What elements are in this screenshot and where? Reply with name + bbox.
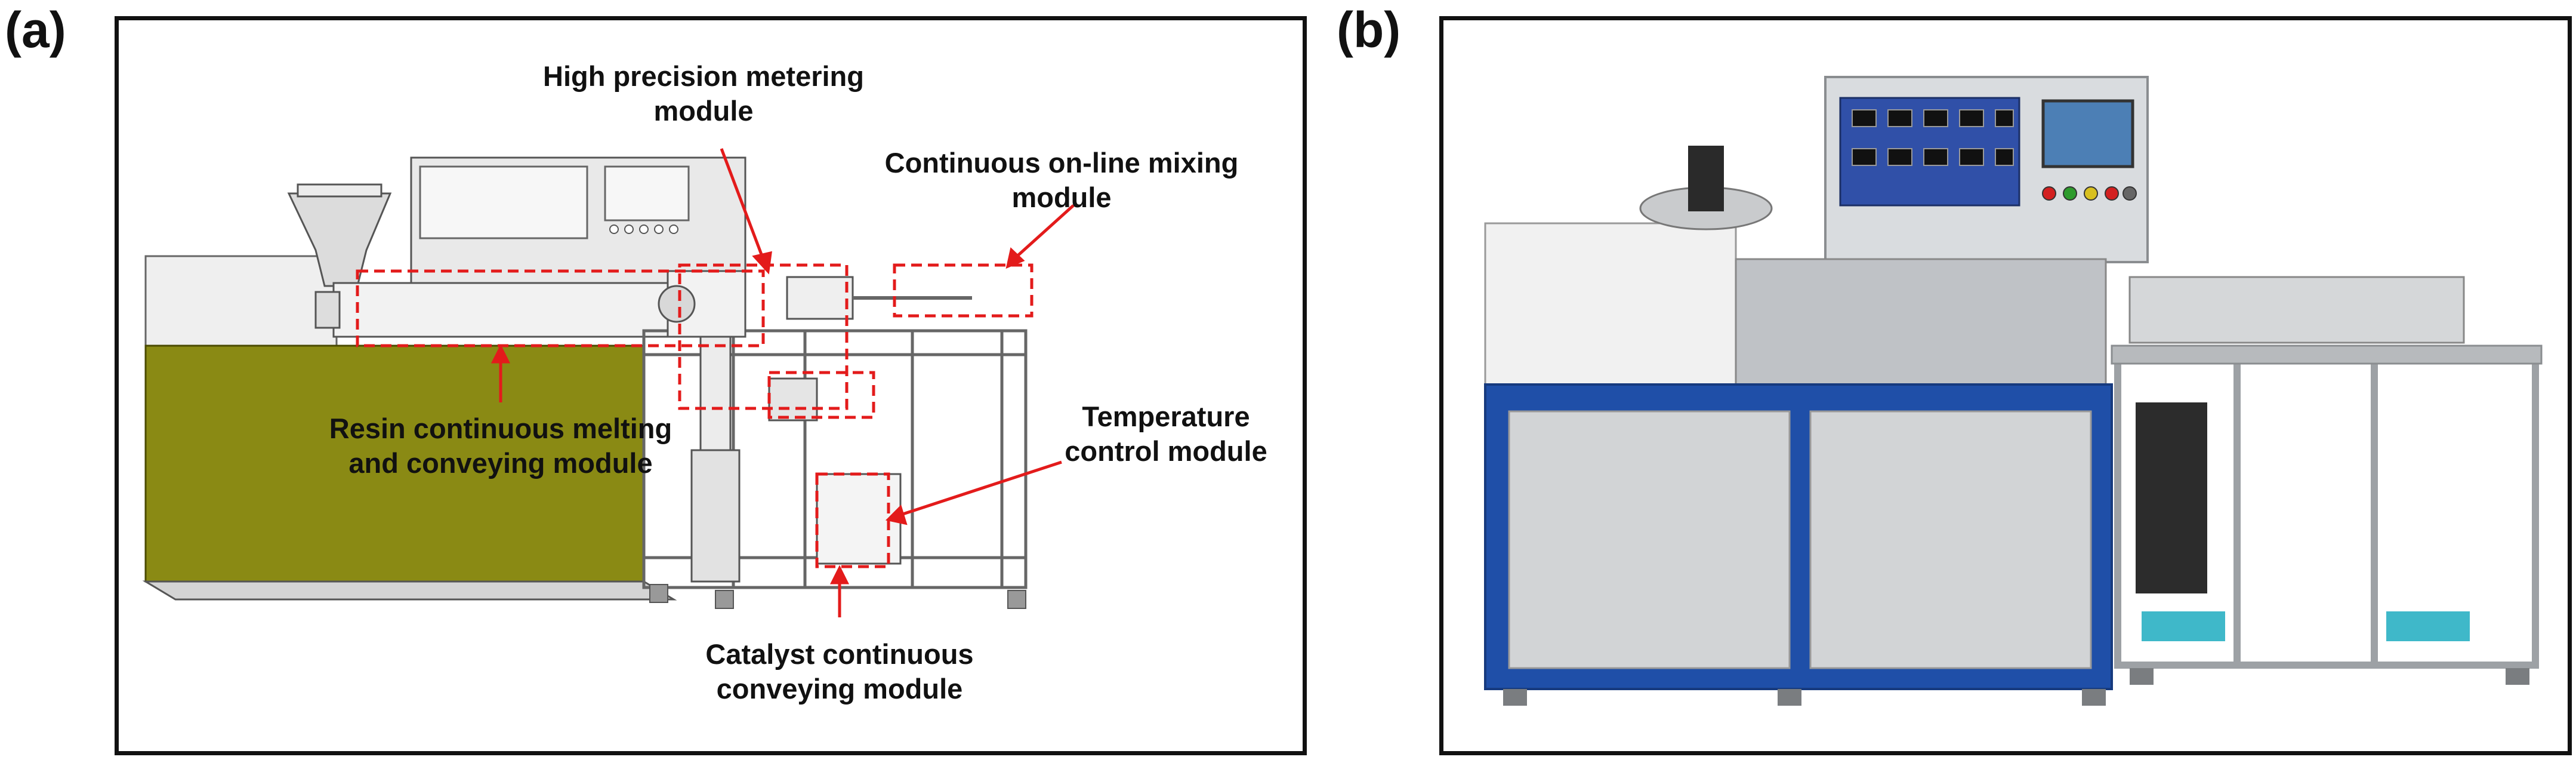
resin-box <box>356 269 765 347</box>
annotation-temperature-line1: Temperature <box>1082 401 1250 432</box>
base-door-left <box>1508 410 1791 669</box>
annotation-resin-line1: Resin continuous melting <box>329 413 672 444</box>
cyan-tray-left <box>2142 611 2225 641</box>
annotation-catalyst-line1: Catalyst continuous <box>705 638 973 670</box>
steel-barrel-cover <box>1735 258 2107 386</box>
annotation-metering-line1: High precision metering <box>543 60 864 92</box>
annotation-resin-line2: and conveying module <box>348 447 652 479</box>
mixing-head <box>786 276 854 320</box>
touch-screen <box>2041 99 2134 168</box>
extruder-barrel <box>332 282 669 338</box>
mixing-assembly <box>2128 276 2465 344</box>
mixing-box <box>893 263 1034 318</box>
vertical-shaft <box>699 336 732 451</box>
hopper-neck <box>1688 146 1724 211</box>
machine-photo <box>1484 76 2543 706</box>
motor-unit <box>2136 402 2207 593</box>
feet <box>649 584 1026 609</box>
annotation-mixing-line1: Continuous on-line mixing <box>885 147 1239 179</box>
base-door-right <box>1809 410 2092 669</box>
motor-column <box>690 449 741 583</box>
control-screen-b <box>604 165 690 222</box>
schematic-drawing: High precision metering module Continuou… <box>142 60 1267 705</box>
annotation-temperature-line2: control module <box>1065 435 1267 467</box>
catalyst-pump <box>768 377 818 422</box>
panel-a-schematic: High precision metering module Continuou… <box>115 16 1307 755</box>
catalyst-box <box>767 371 875 419</box>
panel-b-photo <box>1439 16 2572 755</box>
left-white-cabinet <box>1484 222 1737 392</box>
control-buttons <box>609 224 678 234</box>
console-indicators <box>1852 109 2014 166</box>
annotation-metering-line2: module <box>653 95 753 127</box>
console-lamps <box>2042 186 2137 201</box>
aluminium-top <box>2111 344 2543 365</box>
gear-wheel <box>658 285 696 323</box>
olive-base-bottom <box>142 580 677 601</box>
photo-feet <box>1503 668 2529 706</box>
control-screen-a <box>419 165 588 239</box>
cyan-tray-right <box>2386 611 2470 641</box>
panel-label-a: (a) <box>5 2 66 58</box>
barrel-flange <box>314 291 341 329</box>
hopper-rim <box>297 183 382 198</box>
panel-label-b: (b) <box>1337 2 1401 58</box>
annotation-catalyst-line2: conveying module <box>717 673 963 705</box>
annotation-mixing-line2: module <box>1011 182 1111 213</box>
callout-arrows <box>490 148 1075 617</box>
